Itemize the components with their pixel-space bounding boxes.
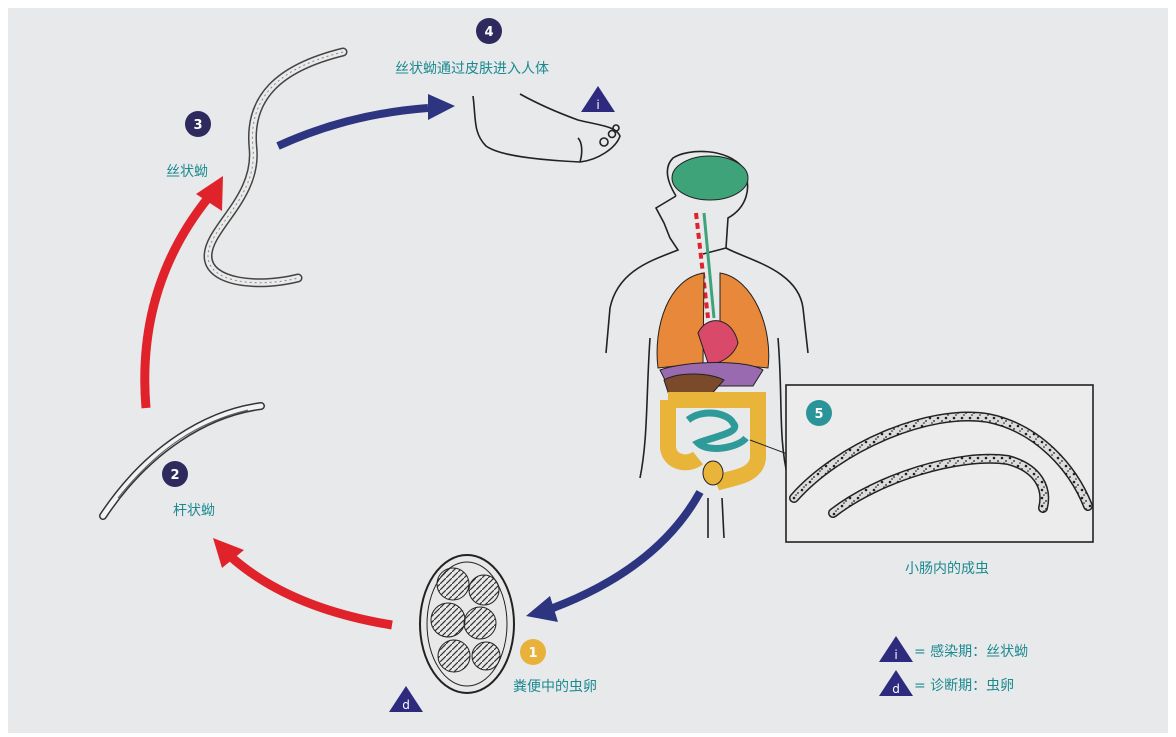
arrowhead-egg <box>526 596 558 622</box>
stage-badge-1: 1 <box>520 639 546 665</box>
stage-badge-3: 3 <box>185 111 211 137</box>
stage-1-label: 粪便中的虫卵 <box>513 676 597 696</box>
arrowhead-foot <box>428 94 455 120</box>
svg-text:d: d <box>892 682 900 696</box>
adult-worm-box <box>786 385 1093 542</box>
svg-text:d: d <box>402 698 410 712</box>
human-body-icon <box>606 151 808 538</box>
svg-text:3: 3 <box>193 118 202 133</box>
svg-text:i: i <box>894 648 897 662</box>
arrow-rhabditiform-to-filariform <box>145 198 208 408</box>
arrow-egg-to-rhabditiform <box>230 556 392 625</box>
svg-text:i: i <box>596 98 599 112</box>
arrow-body-to-egg <box>553 492 700 608</box>
infective-stage-marker: i <box>581 86 615 112</box>
stage-3-label: 丝状蚴 <box>166 161 208 181</box>
arrow-filariform-to-foot <box>278 108 428 146</box>
svg-text:5: 5 <box>814 407 823 422</box>
filariform-larva-icon <box>208 52 343 283</box>
life-cycle-diagram: 4 3 2 5 1 i d i d 丝状蚴通过皮肤进入人体 丝状蚴 杆状蚴 小肠… <box>8 8 1168 733</box>
svg-text:2: 2 <box>170 468 179 483</box>
stage-5-label: 小肠内的成虫 <box>905 558 989 578</box>
stage-4-label: 丝状蚴通过皮肤进入人体 <box>395 58 549 78</box>
diagnostic-stage-marker: d <box>389 686 423 712</box>
legend-infective-text: = 感染期：丝状蚴 <box>914 641 1028 661</box>
svg-text:4: 4 <box>484 25 493 40</box>
stage-badge-2: 2 <box>162 461 188 487</box>
stage-2-label: 杆状蚴 <box>173 500 215 520</box>
egg-icon <box>420 555 514 693</box>
legend-diagnostic-text: = 诊断期：虫卵 <box>914 675 1014 695</box>
stage-badge-5: 5 <box>806 400 832 426</box>
svg-text:1: 1 <box>528 646 537 661</box>
legend-infective-marker: i <box>879 636 913 662</box>
diagram-graphics: 4 3 2 5 1 i d i d <box>8 8 1168 733</box>
stage-badge-4: 4 <box>476 18 502 44</box>
legend-diagnostic-marker: d <box>879 670 913 696</box>
